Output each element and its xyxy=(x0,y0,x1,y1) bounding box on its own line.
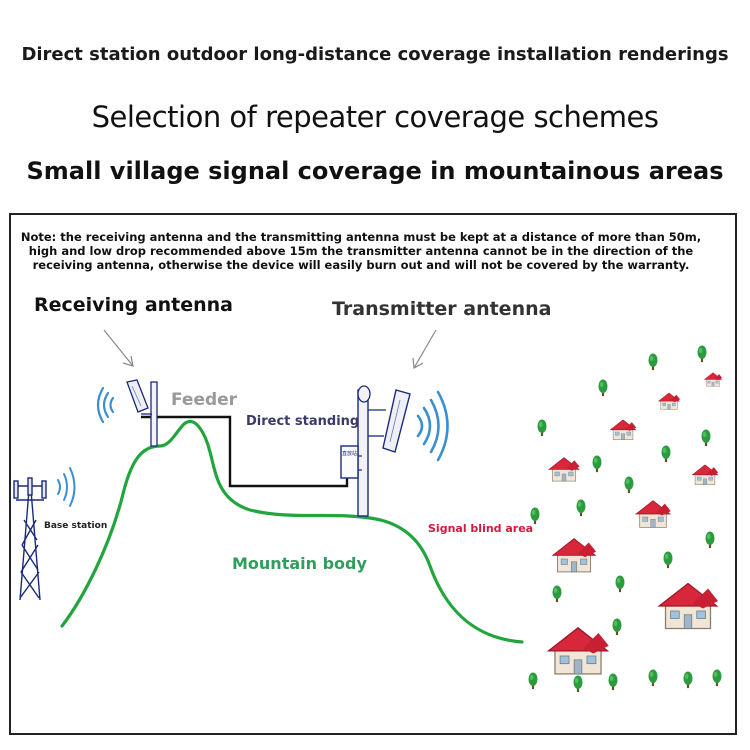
tree-icon xyxy=(612,618,622,636)
tree-icon xyxy=(573,675,583,693)
house-icon xyxy=(658,392,681,410)
tree-icon xyxy=(683,671,693,689)
receiving-antenna-label: Receiving antenna xyxy=(34,294,234,316)
transmitter-antenna-icon xyxy=(357,385,411,517)
house-icon xyxy=(635,500,672,528)
repeater-box-icon: 直放站 xyxy=(340,445,362,479)
base-station-label: Base station xyxy=(44,521,108,531)
receiving-signal-wave-icon xyxy=(96,386,115,424)
repeater-box-label: 直放站 xyxy=(342,450,357,457)
coverage-title: Small village signal coverage in mountai… xyxy=(26,157,724,185)
tree-icon xyxy=(592,455,602,473)
mountain-outline xyxy=(60,420,524,644)
tree-icon xyxy=(576,499,586,517)
tree-icon xyxy=(608,673,618,691)
receiving-antenna-pointer xyxy=(103,329,134,367)
tree-icon xyxy=(712,669,722,687)
base-station-tower-icon xyxy=(13,477,47,601)
house-icon xyxy=(548,457,580,482)
tree-icon xyxy=(648,669,658,687)
direct-standing-label: Direct standing xyxy=(246,414,360,429)
village xyxy=(547,372,723,675)
tree-icon xyxy=(697,345,707,363)
tree-icon xyxy=(598,379,608,397)
transmitter-antenna-pointer xyxy=(412,329,437,369)
tree-icon xyxy=(705,531,715,549)
house-icon xyxy=(610,419,637,440)
receiving-antenna-icon xyxy=(126,379,158,447)
tree-icon xyxy=(624,476,634,494)
tree-icon xyxy=(528,672,538,690)
tree-icon xyxy=(661,445,671,463)
house-icon xyxy=(704,372,723,387)
tree-icon xyxy=(537,419,547,437)
tree-icon xyxy=(648,353,658,371)
tree-icon xyxy=(701,429,711,447)
trees xyxy=(528,345,722,693)
house-icon xyxy=(658,582,719,630)
transmitter-antenna-label: Transmitter antenna xyxy=(332,298,552,320)
signal-blind-area-label: Signal blind area xyxy=(428,522,534,535)
tree-icon xyxy=(663,551,673,569)
feeder-label: Feeder xyxy=(171,390,238,410)
scheme-title: Selection of repeater coverage schemes xyxy=(91,100,659,134)
header-title: Direct station outdoor long-distance cov… xyxy=(21,44,729,65)
base-station-signal-wave-icon xyxy=(57,467,76,507)
tree-icon xyxy=(615,575,625,593)
house-icon xyxy=(552,538,597,573)
transmitter-signal-wave-icon xyxy=(416,390,449,462)
mountain-body-label: Mountain body xyxy=(232,554,367,573)
tree-icon xyxy=(552,585,562,603)
diagram-panel xyxy=(9,213,737,735)
house-icon xyxy=(547,627,610,675)
warning-note: Note: the receiving antenna and the tran… xyxy=(20,230,702,272)
house-icon xyxy=(692,464,719,485)
feeder-cable xyxy=(141,415,349,488)
